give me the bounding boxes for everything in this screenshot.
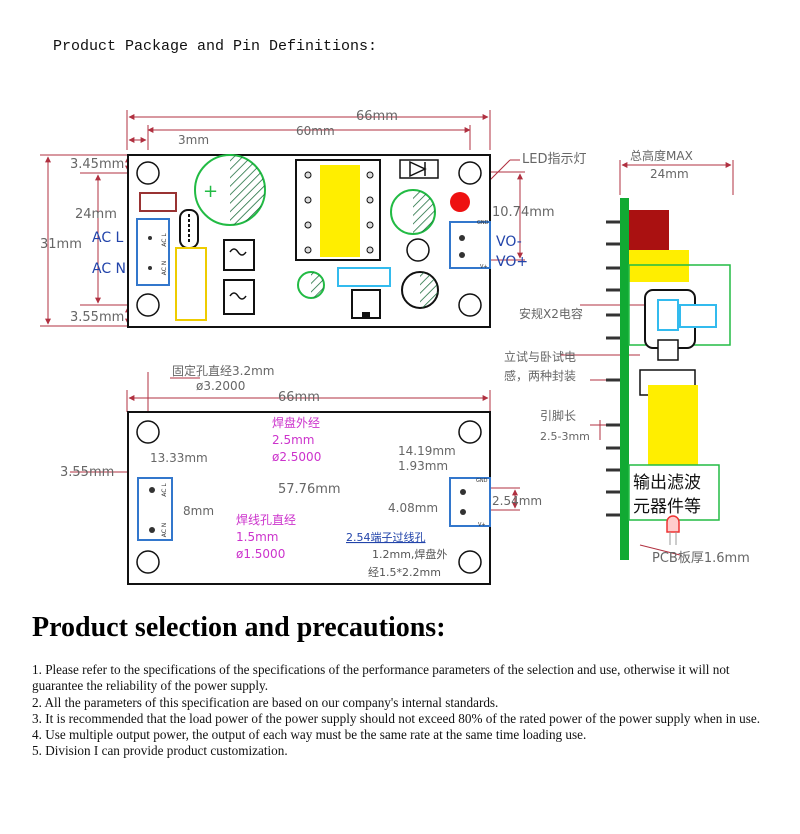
bottom-offset-a: 13.33mm [150,451,208,465]
bottom-pad-label: 焊盘外经 [272,415,320,430]
bottom-board-outline [127,411,491,585]
bottom-edge-label: 3.55mm [60,465,114,480]
side-filter-label-2: 元器件等 [633,497,701,517]
precaution-notes: 1. Please refer to the specifications of… [32,662,777,760]
bottom-pin-pitch: 8mm [183,504,214,518]
bottom-pad-value: 2.5mm [272,433,314,447]
bottom-pad-value2: ø2.5000 [272,450,321,464]
bottom-out-pitch: 4.08mm [388,501,438,515]
svg-text:+: + [203,181,218,202]
page-title: Product Package and Pin Definitions: [53,38,378,55]
bottom-view: AC L AC N GND V+ 固定孔直经3.2mm ø3.2000 66mm… [60,363,542,585]
led-label: LED指示灯 [522,152,586,167]
top-offset-label: 3.45mm [70,157,124,172]
side-pcb-label: PCB板厚1.6mm [652,551,750,566]
bottom-pin-v: V+ [478,522,486,528]
bottom-width-label: 66mm [278,390,320,405]
top-acl-label: AC L [92,230,124,246]
side-mount-label-1: 立试与卧试电 [504,349,576,364]
top-vneg-label: VO- [496,234,522,250]
side-height-value: 24mm [650,167,689,181]
bottom-offset-c: 1.93mm [398,459,448,473]
side-pin-len-label: 引脚长 [540,408,576,423]
top-pin-acl: AC L [161,233,168,247]
top-bottom-label: 3.55mm [70,310,124,325]
note-4: 4. Use multiple output power, the output… [32,727,587,743]
top-view: AC L AC N + [40,109,586,328]
note-5: 5. Division I can provide product custom… [32,743,288,759]
package-diagram: AC L AC N + [40,109,750,585]
bottom-terminal-label: 2.54端子过线孔 [346,530,426,544]
top-spacing-label: 60mm [296,124,335,138]
bottom-terminal-desc-1: 1.2mm,焊盘外 [372,547,447,561]
note-2: 2. All the parameters of this specificat… [32,694,499,710]
bottom-pin-acn: AC N [161,523,168,538]
top-out-offset-label: 10.74mm [492,205,555,220]
bottom-terminal-desc-2: 经1.5*2.2mm [368,566,441,579]
top-pin-v: V+ [480,264,488,270]
side-filter-label-1: 输出滤波 [633,473,701,493]
side-pin-len-value: 2.5-3mm [540,430,590,443]
side-pcb [620,198,629,560]
side-x2-label: 安规X2电容 [519,306,583,321]
side-height-label: 总高度MAX [630,148,693,163]
top-height-label: 31mm [40,237,82,252]
top-width-label: 66mm [356,109,398,124]
top-acn-label: AC N [92,261,126,277]
section-title: Product selection and precautions: [32,612,446,643]
top-pin-gnd: GND [477,220,489,226]
side-mount-label-2: 感，两种封装 [504,368,576,383]
top-edge-label: 3mm [178,133,209,147]
bottom-wire-hole-label: 焊线孔直经 [236,512,296,527]
led-indicator [450,192,470,212]
side-view: 总高度MAX 24mm 安规X2电容 立试与卧试电 感，两种封装 引脚长 2.5… [504,148,750,566]
bottom-pin-acl: AC L [161,483,168,497]
bottom-hole-value: ø3.2000 [196,379,245,393]
top-mid-label: 24mm [75,207,117,222]
bottom-wire-hole-value2: ø1.5000 [236,547,285,561]
bottom-out-gap: 2.54mm [492,494,542,508]
top-pin-acn: AC N [161,261,168,276]
bottom-pin-gnd: GND [476,478,488,484]
top-vpos-label: VO+ [496,254,528,270]
bottom-hole-label: 固定孔直经3.2mm [172,363,274,378]
bottom-wire-hole-value: 1.5mm [236,530,278,544]
bottom-offset-b: 14.19mm [398,444,456,458]
note-1: 1. Please refer to the specifications of… [32,662,730,694]
note-3: 3. It is recommended that the load power… [32,710,761,726]
bottom-pin-span: 57.76mm [278,482,341,497]
